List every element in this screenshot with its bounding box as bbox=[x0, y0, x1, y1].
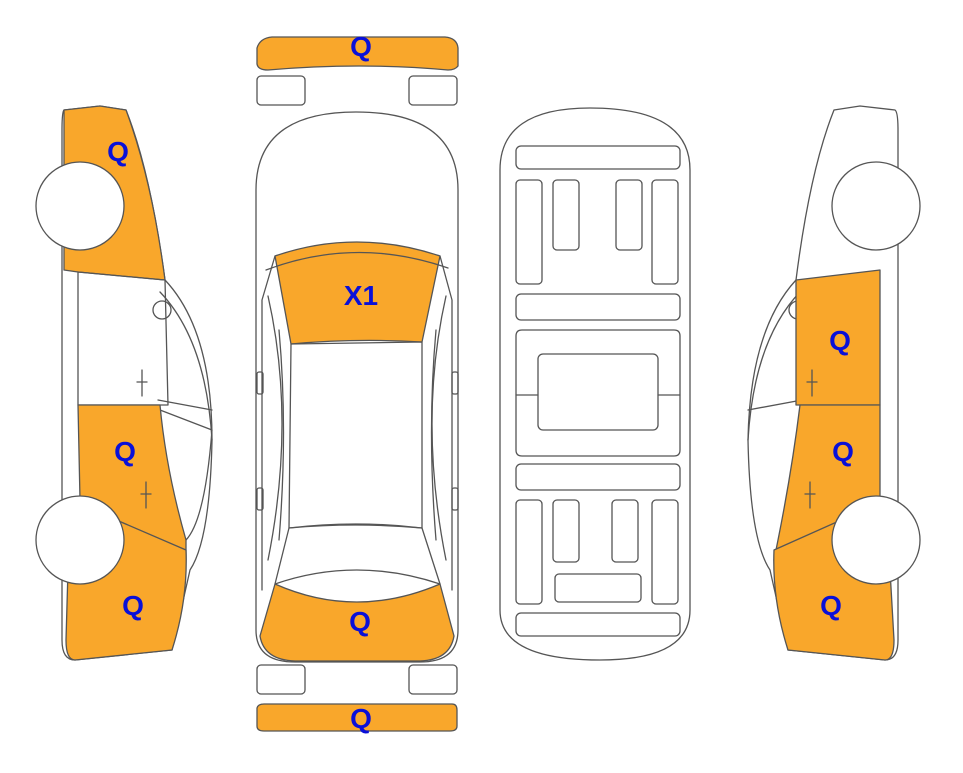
right-rear-handle bbox=[451, 487, 459, 511]
underbody-outline bbox=[499, 107, 691, 661]
left-roof-line bbox=[157, 399, 213, 411]
rear-window bbox=[274, 523, 441, 585]
underbody-rear-small-bar bbox=[554, 573, 642, 603]
right-roof-line bbox=[747, 399, 803, 411]
right-rear-door-handle bbox=[804, 481, 816, 509]
underbody-rear-right-inner bbox=[611, 499, 639, 563]
right-front-door-handle bbox=[806, 369, 818, 397]
rear-left-light bbox=[256, 664, 306, 695]
left-inner-line bbox=[278, 329, 285, 541]
top-view-body bbox=[255, 111, 459, 663]
right-front-door-panel[interactable] bbox=[795, 269, 881, 406]
right-front-glass bbox=[747, 291, 801, 441]
windshield-outline bbox=[265, 251, 449, 271]
underbody-front-right-inner bbox=[615, 179, 643, 251]
front-right-light bbox=[408, 75, 458, 106]
right-inner-line bbox=[430, 329, 437, 541]
left-rear-door-handle bbox=[140, 481, 152, 509]
underbody-rear-bar bbox=[515, 612, 681, 637]
left-mirror-side bbox=[152, 300, 172, 320]
hood-panel[interactable] bbox=[274, 241, 441, 345]
trunk-panel[interactable] bbox=[259, 583, 455, 662]
left-front-wheel bbox=[35, 161, 125, 251]
right-mirror bbox=[451, 371, 459, 395]
underbody-rear-left-rail bbox=[515, 499, 543, 605]
left-mirror bbox=[256, 371, 264, 395]
right-rear-wheel bbox=[831, 495, 921, 585]
underbody-front-left-inner bbox=[552, 179, 580, 251]
underbody-cross-2 bbox=[515, 463, 681, 491]
underbody-front-left-rail bbox=[515, 179, 543, 285]
windshield-left-pillar bbox=[261, 255, 276, 591]
right-front-wheel bbox=[831, 161, 921, 251]
roof-panel bbox=[288, 341, 423, 529]
underbody-rear-left-inner bbox=[552, 499, 580, 563]
left-rear-glass bbox=[159, 409, 213, 541]
left-side-glass bbox=[267, 295, 283, 561]
left-rear-door-panel[interactable] bbox=[77, 404, 187, 561]
underbody-cross-1 bbox=[515, 293, 681, 321]
underbody-center-frame bbox=[515, 329, 681, 457]
underbody-front-bar bbox=[515, 145, 681, 170]
underbody-rear-right-rail bbox=[651, 499, 679, 605]
rear-right-light bbox=[408, 664, 458, 695]
left-rear-handle bbox=[256, 487, 264, 511]
underbody-front-right-rail bbox=[651, 179, 679, 285]
front-bumper-panel[interactable] bbox=[256, 36, 459, 71]
underbody-center-panel bbox=[537, 353, 659, 431]
left-rear-wheel bbox=[35, 495, 125, 585]
right-side-body bbox=[747, 105, 899, 661]
rear-bumper-panel[interactable] bbox=[256, 703, 458, 732]
left-front-door bbox=[77, 271, 169, 406]
right-rear-door-panel[interactable] bbox=[773, 404, 881, 561]
front-left-light bbox=[256, 75, 306, 106]
left-windshield-line bbox=[159, 291, 213, 441]
left-front-door-handle bbox=[136, 369, 148, 397]
